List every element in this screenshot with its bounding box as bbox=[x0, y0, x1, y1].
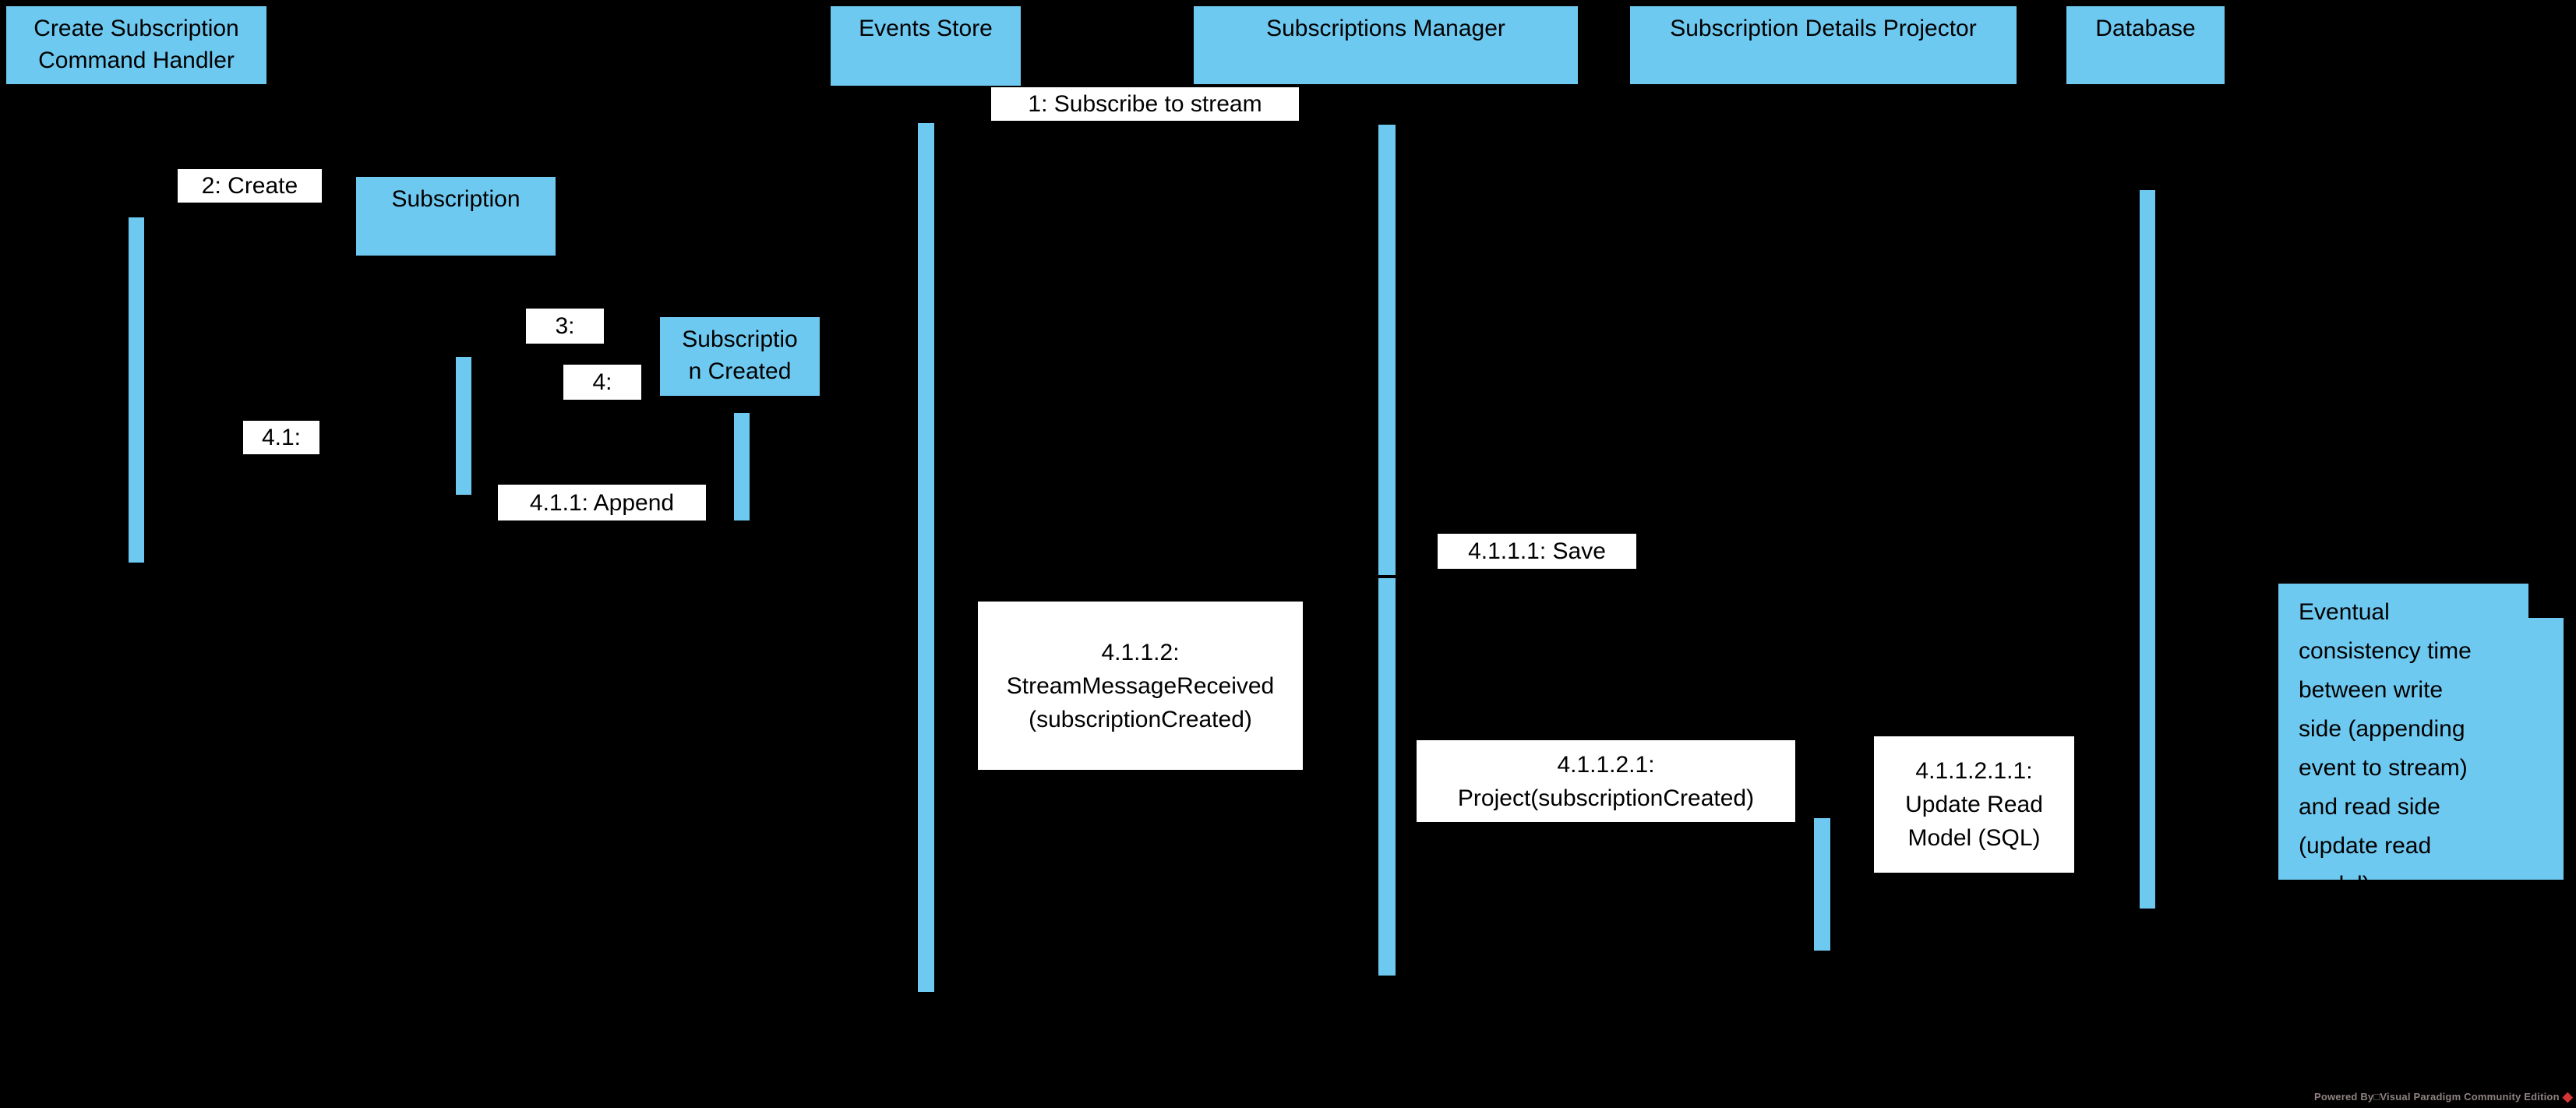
visual-paradigm-logo-diamond-icon: ◆ bbox=[2562, 1089, 2573, 1104]
watermark-text: Powered By□Visual Paradigm Community Edi… bbox=[2313, 1091, 2560, 1103]
message-4-1: 4.1: bbox=[243, 421, 319, 454]
message-4-1-1-2-1-1-update-read-model: 4.1.1.2.1.1: Update Read Model (SQL) bbox=[1874, 736, 2074, 873]
participant-create-subscription-command-handler: Create Subscription Command Handler bbox=[6, 6, 266, 84]
message-4-1-1-2-stream-message-received: 4.1.1.2: StreamMessageReceived (subscrip… bbox=[978, 602, 1303, 770]
message-label: 4.1: bbox=[261, 425, 302, 450]
activation-subscriptions-manager-2 bbox=[1378, 578, 1396, 976]
participant-label: Create Subscription Command Handler bbox=[34, 16, 239, 73]
participant-label: Events Store bbox=[859, 16, 993, 41]
participant-subscription-details-projector: Subscription Details Projector bbox=[1630, 6, 2017, 84]
participant-label: Subscription Details Projector bbox=[1670, 16, 1977, 41]
message-label: 1: Subscribe to stream bbox=[1028, 91, 1262, 117]
message-label: 2: Create bbox=[201, 173, 298, 199]
activation-subscription bbox=[456, 357, 471, 495]
message-4-1-1-append: 4.1.1: Append bbox=[498, 485, 706, 520]
message-label: 3: bbox=[555, 313, 575, 339]
message-1-subscribe-to-stream: 1: Subscribe to stream bbox=[991, 87, 1299, 121]
participant-label: Database bbox=[2095, 16, 2196, 41]
activation-projector bbox=[1814, 818, 1830, 951]
participant-label: Subscriptions Manager bbox=[1266, 16, 1505, 41]
message-4: 4: bbox=[563, 365, 641, 400]
object-label: Subscriptio n Created bbox=[682, 326, 798, 384]
activation-subscriptions-manager-1 bbox=[1378, 125, 1396, 575]
note-text: Eventual consistency time between write … bbox=[2299, 599, 2472, 898]
message-3: 3: bbox=[526, 309, 604, 344]
participant-events-store: Events Store bbox=[831, 6, 1021, 86]
activation-events-store bbox=[918, 123, 934, 992]
message-2-create: 2: Create bbox=[178, 169, 322, 203]
object-subscription: Subscription bbox=[356, 177, 556, 256]
activation-database bbox=[2140, 190, 2155, 909]
watermark: Powered By□Visual Paradigm Community Edi… bbox=[2314, 1090, 2573, 1103]
note-eventual-consistency: Eventual consistency time between write … bbox=[2278, 584, 2564, 880]
message-label: 4.1.1.2.1.1: Update Read Model (SQL) bbox=[1905, 758, 2043, 851]
message-label: 4.1.1.2: StreamMessageReceived (subscrip… bbox=[1006, 639, 1275, 732]
object-label: Subscription bbox=[391, 186, 520, 212]
message-4-1-1-2-1-project: 4.1.1.2.1: Project(subscriptionCreated) bbox=[1417, 740, 1795, 822]
message-label: 4: bbox=[592, 369, 612, 395]
message-label: 4.1.1.2.1: Project(subscriptionCreated) bbox=[1457, 751, 1755, 811]
participant-database: Database bbox=[2066, 6, 2225, 84]
object-subscription-created: Subscriptio n Created bbox=[660, 317, 820, 396]
message-4-1-1-1-save: 4.1.1.1: Save bbox=[1438, 534, 1636, 569]
activation-command-handler bbox=[129, 217, 144, 563]
activation-subscription-created bbox=[734, 413, 750, 520]
message-label: 4.1.1: Append bbox=[529, 489, 675, 516]
message-label: 4.1.1.1: Save bbox=[1468, 538, 1606, 564]
participant-subscriptions-manager: Subscriptions Manager bbox=[1194, 6, 1578, 84]
